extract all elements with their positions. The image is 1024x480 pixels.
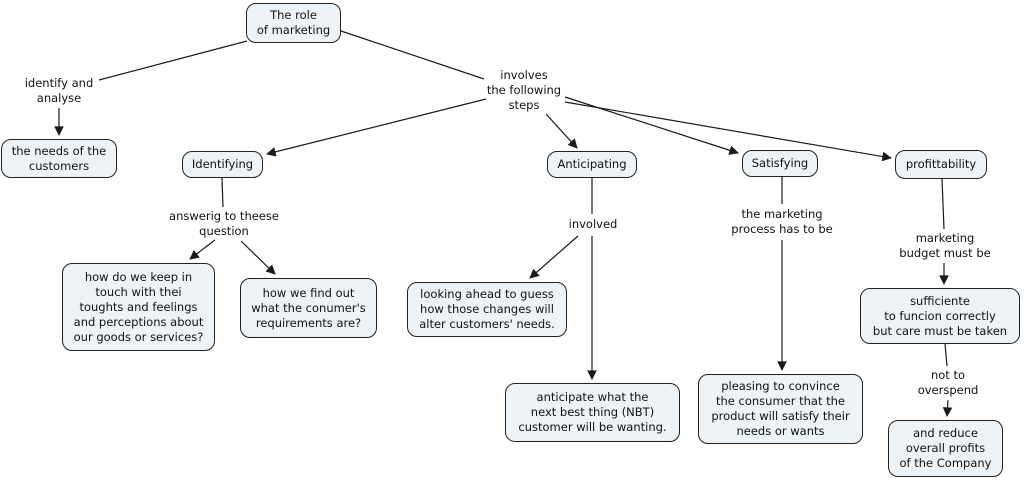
node-looking-ahead[interactable]: looking ahead to guess how those changes… — [407, 282, 567, 337]
edge-involves-to-identifying — [266, 98, 487, 157]
edge-overspend-to-reduce — [942, 399, 953, 417]
label-involves-steps[interactable]: involves the following steps — [486, 68, 562, 112]
edge-involves-to-satisfying — [564, 96, 739, 155]
label-marketing-process[interactable]: the marketing process has to be — [731, 207, 833, 236]
node-role-of-marketing[interactable]: The role of marketing — [246, 3, 341, 43]
edge-role-to-involves — [340, 30, 485, 80]
label-marketing-budget[interactable]: marketing budget must be — [899, 231, 991, 260]
edge-role-to-identify — [98, 40, 248, 81]
node-reduce-profits[interactable]: and reduce overall profits of the Compan… — [888, 420, 1003, 477]
label-not-to-overspend[interactable]: not to overspend — [917, 368, 979, 397]
edge-sufficiente-to-overspend — [944, 343, 948, 367]
edge-answering-to-keep-in-touch — [189, 239, 216, 260]
edge-answering-to-find-out — [240, 240, 276, 275]
edge-involved-to-looking-ahead — [529, 235, 579, 279]
label-identify-and-analyse[interactable]: identify and analyse — [24, 76, 94, 105]
label-involved[interactable]: involved — [568, 217, 618, 231]
edge-profittability-to-budget — [941, 178, 945, 230]
node-anticipating[interactable]: Anticipating — [547, 151, 637, 178]
node-sufficiente-budget[interactable]: sufficiente to funcion correctly but car… — [860, 288, 1020, 344]
node-profittability[interactable]: profittability — [895, 150, 987, 179]
edge-involves-to-profittability — [564, 101, 892, 162]
label-answering-question[interactable]: answerig to theese question — [169, 209, 279, 238]
node-keep-in-touch[interactable]: how do we keep in touch with thei tought… — [62, 263, 215, 351]
node-find-out-requirements[interactable]: how we find out what the conumer's requi… — [240, 278, 377, 338]
node-anticipate-nbt[interactable]: anticipate what the next best thing (NBT… — [505, 383, 680, 442]
edge-identifying-to-answering — [221, 177, 224, 208]
node-satisfying[interactable]: Satisfying — [742, 150, 818, 177]
node-identifying[interactable]: Identifying — [182, 151, 263, 178]
node-pleasing-to-convince[interactable]: pleasing to convince the consumer that t… — [698, 374, 863, 444]
edge-involves-to-anticipating — [545, 113, 578, 149]
node-needs-of-customers[interactable]: the needs of the customers — [1, 139, 117, 178]
